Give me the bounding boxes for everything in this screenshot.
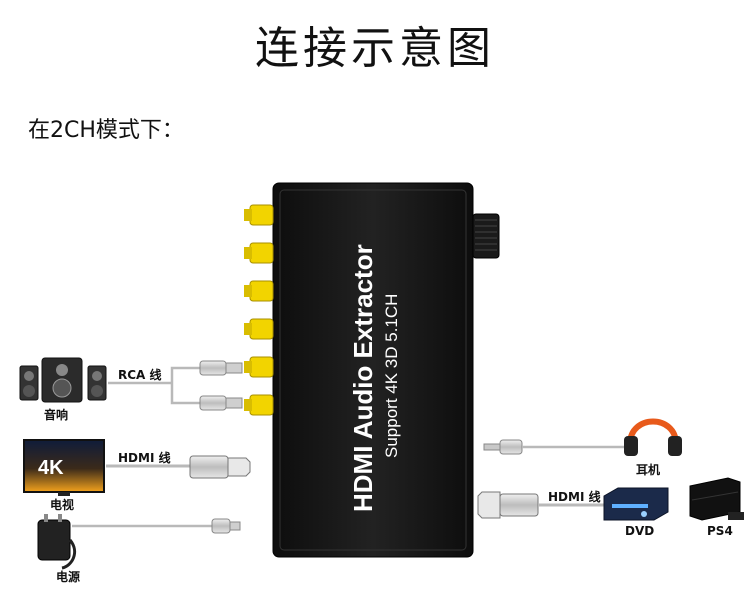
rca-port <box>244 242 274 264</box>
dvd-player-icon <box>603 487 669 521</box>
hdmi-plug-left <box>189 455 251 479</box>
tv-label: 电视 <box>50 497 74 512</box>
mode-label: 在2CH模式下： <box>28 118 184 143</box>
tv-screen-text: 4K <box>38 457 64 479</box>
extractor-title: HDMI Audio Extractor <box>348 244 378 512</box>
rca-cable-label: RCA 线 <box>118 367 162 382</box>
power-label: 电源 <box>56 569 80 584</box>
power-adapter-icon <box>37 514 76 570</box>
hdmi-cable-right-label: HDMI 线 <box>548 489 601 504</box>
ps4-console-icon <box>689 477 744 521</box>
volume-knob <box>472 213 500 259</box>
ps4-label: PS4 <box>707 524 733 538</box>
headphone-icon <box>624 418 682 456</box>
extractor-subtitle: Support 4K 3D 5.1CH <box>382 294 401 458</box>
extractor-device: HDMI Audio Extractor Support 4K 3D 5.1CH <box>272 182 500 558</box>
page-title: 连接示意图 <box>255 23 495 74</box>
dvd-label: DVD <box>625 524 654 538</box>
speaker-icon <box>19 357 107 403</box>
headphone-label: 耳机 <box>636 462 660 477</box>
rca-port <box>244 280 274 302</box>
speaker-label: 音响 <box>44 407 68 422</box>
rca-port <box>244 204 274 226</box>
headphone-jack <box>483 439 523 455</box>
rca-plug <box>199 395 243 411</box>
rca-ports <box>244 204 274 416</box>
rca-port <box>244 318 274 340</box>
rca-port <box>244 394 274 416</box>
micro-usb-plug <box>211 518 241 534</box>
hdmi-plug-right <box>477 491 539 519</box>
rca-plug <box>199 360 243 376</box>
hdmi-cable-left-label: HDMI 线 <box>118 450 171 465</box>
tv-icon: 4K <box>23 439 105 496</box>
rca-port <box>244 356 274 378</box>
